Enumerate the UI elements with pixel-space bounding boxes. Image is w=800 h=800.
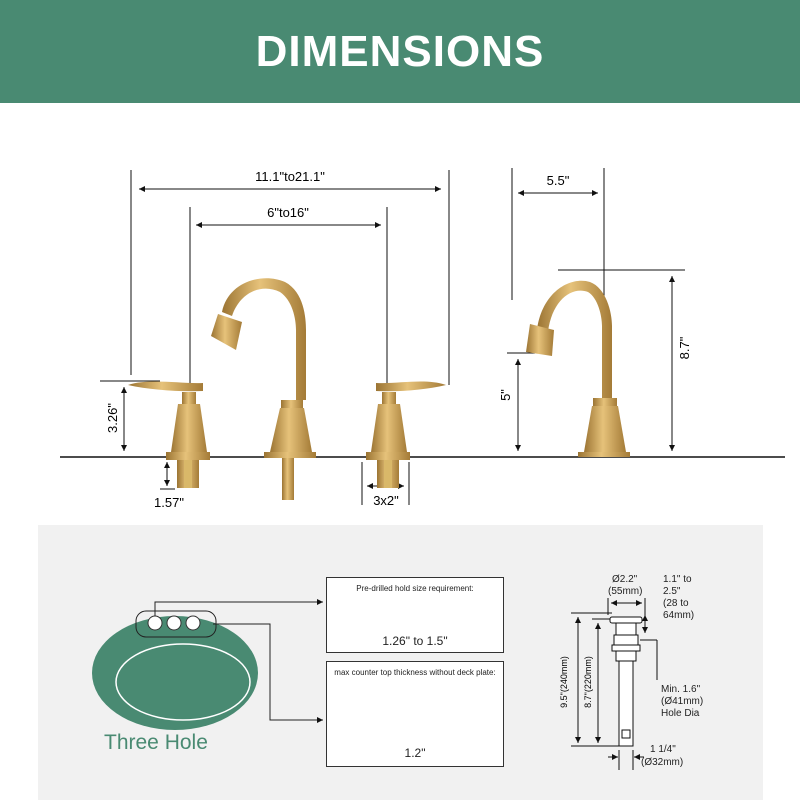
hole-icon [166,615,182,631]
drain-top-diameter-mm: (55mm) [608,586,643,597]
drain-min-3: Hole Dia [661,708,700,719]
pop-up-drain [571,598,658,770]
overall-width-label: 11.1"to21.1" [255,169,325,184]
total-height-label: 8.7" [677,336,692,359]
spout-height-label: 5" [498,389,513,401]
drain-range-1: 1.1" to [663,574,692,585]
side-view-spout [526,280,630,457]
center-spread-label: 6"to16" [267,205,309,220]
predrilled-box: Pre-drilled hold size requirement: 1.26"… [326,577,504,653]
right-handle [366,381,446,488]
thickness-box: max counter top thickness without deck p… [326,661,504,767]
hole-icon [185,615,201,631]
hole-icon [147,615,163,631]
sink-basin [92,616,258,730]
left-handle [128,381,210,488]
thickness-value: 1.2" [404,746,426,760]
center-spout [211,278,316,500]
dimensions-banner: DIMENSIONS [0,0,800,103]
drain-inner-height: 8.7"(220mm) [583,656,593,708]
faucet-dimension-drawing: 11.1"to21.1" 6"to16" 5.5" 8.7" 5" 3.26" … [60,168,785,510]
thickness-caption: max counter top thickness without deck p… [334,668,496,677]
drain-range-2: 2.5" [663,586,681,597]
drain-total-height: 9.5"(240mm) [559,656,569,708]
drain-top-diameter: Ø2.2" [612,574,638,585]
drain-min-2: (Ø41mm) [661,696,704,707]
shank-label: 1.57" [154,495,184,510]
drain-bottom-size: 1 1/4" [650,744,676,755]
predrilled-value: 1.26" to 1.5" [382,634,448,648]
side-reach-label: 5.5" [547,173,570,188]
page-title: DIMENSIONS [255,26,545,76]
drain-bottom-size-mm: (Ø32mm) [641,757,684,768]
three-hole-label: Three Hole [104,731,208,754]
drain-range-3: (28 to [663,598,689,609]
drain-range-4: 64mm) [663,610,695,621]
predrilled-caption: Pre-drilled hold size requirement: [356,584,474,593]
drain-min-1: Min. 1.6" [661,684,701,695]
handle-height-label: 3.26" [105,403,120,433]
base-size-label: 3x2" [373,493,399,508]
